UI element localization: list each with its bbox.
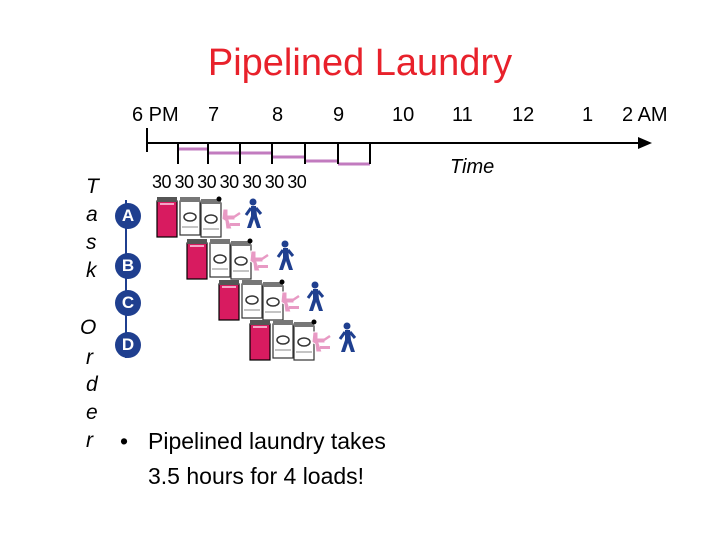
duration-label: 30 bbox=[287, 172, 306, 192]
load-d-stages bbox=[250, 320, 355, 361]
washer-icon bbox=[219, 280, 239, 320]
axis-letter: r bbox=[86, 346, 93, 370]
duration-label: 30 bbox=[220, 172, 239, 192]
bullet-dot-icon: • bbox=[120, 424, 128, 459]
stage-durations: 30 30 30 30 30 30 30 bbox=[152, 172, 306, 193]
dryer-icon bbox=[180, 197, 200, 235]
task-badge-a: A bbox=[115, 203, 141, 229]
washer-icon bbox=[250, 320, 270, 360]
load-a-stages bbox=[157, 197, 261, 238]
dryer-icon bbox=[231, 241, 251, 279]
axis-letter: k bbox=[86, 259, 97, 283]
bullet-note: • Pipelined laundry takes 3.5 hours for … bbox=[120, 424, 480, 494]
stage-segments bbox=[178, 143, 370, 164]
load-c-stages bbox=[219, 280, 323, 321]
walking-person-icon bbox=[278, 241, 293, 271]
load-b-stages bbox=[187, 239, 293, 280]
dryer-icon bbox=[210, 239, 230, 277]
walking-person-icon bbox=[308, 282, 323, 312]
bullet-line: Pipelined laundry takes bbox=[148, 424, 480, 459]
axis-letter: s bbox=[86, 231, 97, 255]
dryer-knob-icon bbox=[248, 239, 253, 244]
dryer-icon bbox=[242, 280, 262, 318]
folding-person-icon bbox=[281, 292, 299, 312]
time-axis-arrow bbox=[638, 137, 652, 149]
axis-letter: r bbox=[86, 429, 93, 453]
folding-person-icon bbox=[312, 332, 330, 352]
bullet-line: 3.5 hours for 4 loads! bbox=[148, 459, 480, 494]
dryer-knob-icon bbox=[312, 320, 317, 325]
axis-letter: e bbox=[86, 401, 98, 425]
duration-label: 30 bbox=[197, 172, 216, 192]
dryer-icon bbox=[201, 199, 221, 237]
dryer-icon bbox=[263, 282, 283, 320]
duration-label: 30 bbox=[152, 172, 171, 192]
washer-icon bbox=[157, 197, 177, 237]
walking-person-icon bbox=[340, 323, 355, 353]
dryer-icon bbox=[294, 322, 314, 360]
duration-label: 30 bbox=[242, 172, 261, 192]
folding-person-icon bbox=[250, 251, 268, 271]
duration-label: 30 bbox=[175, 172, 194, 192]
task-badge-b: B bbox=[115, 253, 141, 279]
washer-icon bbox=[187, 239, 207, 279]
dryer-knob-icon bbox=[217, 197, 222, 202]
task-badge-d: D bbox=[115, 332, 141, 358]
axis-letter: T bbox=[86, 175, 99, 199]
task-badge-c: C bbox=[115, 290, 141, 316]
time-axis-label: Time bbox=[450, 156, 494, 179]
folding-person-icon bbox=[222, 209, 240, 229]
axis-letter: a bbox=[86, 203, 98, 227]
duration-label: 30 bbox=[265, 172, 284, 192]
axis-letter: d bbox=[86, 373, 98, 397]
dryer-icon bbox=[273, 320, 293, 358]
axis-letter: O bbox=[80, 316, 96, 340]
walking-person-icon bbox=[246, 199, 261, 229]
dryer-knob-icon bbox=[280, 280, 285, 285]
